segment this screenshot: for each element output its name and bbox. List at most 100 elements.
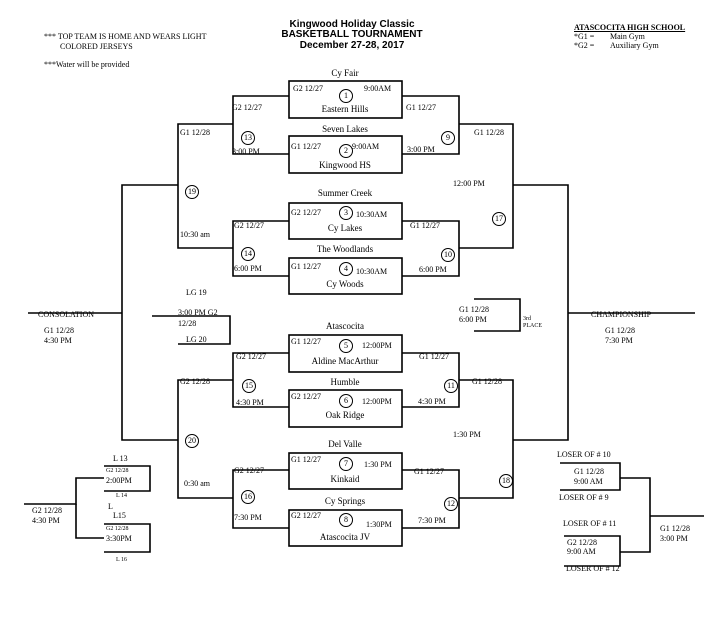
left-final-gym: G2 12/28	[32, 506, 62, 515]
championship-gym: G1 12/28	[605, 326, 635, 335]
tournament-title: Kingwood Holiday Classic	[289, 19, 415, 30]
water-note: ***Water will be provided	[44, 60, 130, 69]
game-10-number: 10	[441, 248, 455, 262]
loser-game-20: LG 20	[186, 335, 207, 344]
losers-final-time: 3:00 PM G2	[178, 308, 218, 317]
game-6-top-team: Humble	[330, 377, 360, 387]
game-7-number: 7	[339, 457, 353, 471]
game-4-time: 10:30AM	[356, 267, 388, 276]
right-final-time: 3:00 PM	[660, 534, 688, 543]
game-6-gym: G2 12/27	[291, 392, 321, 401]
game-8-top-team: Cy Springs	[324, 496, 366, 506]
left-l16: L 16	[116, 557, 127, 563]
game-8-bottom-team: Atascocita JV	[319, 532, 371, 542]
game-14-time: 6:00 PM	[234, 264, 262, 273]
game-3-number: 3	[339, 206, 353, 220]
consolation-label: CONSOLATION	[38, 310, 94, 319]
right-game-b-time: 9:00 AM	[567, 547, 596, 556]
game-15-gym: G2 12/27	[236, 352, 266, 361]
third-place-label: 3rd	[523, 316, 531, 322]
game-9-gym: G1 12/27	[406, 103, 436, 112]
game-4-gym: G1 12/27	[291, 262, 321, 271]
game-4-bottom-team: Cy Woods	[326, 279, 364, 289]
game-7-bottom-team: Kinkaid	[330, 474, 360, 484]
game-13-gym: G2 12/27	[232, 103, 262, 112]
game-5-bottom-team: Aldine MacArthur	[311, 356, 379, 366]
game-5-gym: G1 12/27	[291, 337, 321, 346]
game-9-time: 3:00 PM	[407, 145, 435, 154]
game-1-bottom-team: Eastern Hills	[321, 104, 369, 114]
championship-time: 7:30 PM	[605, 336, 633, 345]
loser-game-19: LG 19	[186, 288, 207, 297]
gym-key-g2: *G2 =	[574, 41, 595, 50]
game-17-number: 17	[492, 212, 506, 226]
game-18-time: 1:30 PM	[453, 430, 481, 439]
game-17-time: 12:00 PM	[453, 179, 485, 188]
game-2-top-team: Seven Lakes	[322, 124, 368, 134]
game-1-top-team: Cy Fair	[331, 68, 359, 78]
game-3-top-team: Summer Creek	[317, 188, 373, 198]
game-19-time: 10:30 am	[180, 230, 210, 239]
game-2-time: 9:00AM	[352, 142, 380, 151]
championship-label: CHAMPIONSHIP	[591, 310, 652, 319]
game-3-time: 10:30AM	[356, 210, 388, 219]
left-mark-l: L	[108, 502, 113, 511]
left-game-a-time: 2:00PM	[106, 476, 132, 485]
game-8-time: 1:30PM	[366, 520, 392, 529]
right-loser-12: LOSER OF # 12	[566, 564, 620, 573]
left-l13: L 13	[113, 454, 128, 463]
right-game-b-gym: G2 12/28	[567, 538, 597, 547]
tournament-subtitle: BASKETBALL TOURNAMENT	[281, 29, 423, 40]
game-2-number: 2	[339, 144, 353, 158]
game-19-gym: G1 12/28	[180, 128, 210, 137]
game-5-top-team: Atascocita	[326, 321, 364, 331]
right-game-a-gym: G1 12/28	[574, 467, 604, 476]
game-6-number: 6	[339, 394, 353, 408]
game-12-number: 12	[444, 497, 458, 511]
game-7-time: 1:30 PM	[364, 460, 392, 469]
game-15-number: 15	[242, 379, 256, 393]
right-loser-11: LOSER OF # 11	[563, 519, 617, 528]
game-5-time: 12:00PM	[362, 341, 392, 350]
game-4-top-team: The Woodlands	[316, 244, 374, 254]
losers-final-date: 12/28	[178, 319, 197, 328]
game-3-bottom-team: Cy Lakes	[327, 223, 363, 233]
game-1-gym: G2 12/27	[293, 84, 323, 93]
consolation-time: 4:30 PM	[44, 336, 72, 345]
left-l15: L15	[113, 511, 126, 520]
game-6-bottom-team: Oak Ridge	[325, 410, 365, 420]
game-10-gym: G1 12/27	[410, 221, 440, 230]
school-name: ATASCOCITA HIGH SCHOOL	[574, 23, 686, 32]
gym-value-g1: Main Gym	[610, 32, 645, 41]
game-12-gym: G1 12/27	[414, 467, 444, 476]
game-8-number: 8	[339, 513, 353, 527]
right-loser-10: LOSER OF # 10	[557, 450, 611, 459]
right-loser-9: LOSER OF # 9	[559, 493, 609, 502]
game-18-number: 18	[499, 474, 513, 488]
left-game-b-gym: G2 12/28	[106, 526, 129, 532]
game-7-top-team: Del Valle	[328, 439, 362, 449]
jersey-note-cont: COLORED JERSEYS	[60, 42, 133, 51]
game-7-gym: G1 12/27	[291, 455, 321, 464]
game-20-gym: G2 12/28	[180, 377, 210, 386]
game-15-time: 4:30 PM	[236, 398, 264, 407]
game-5-number: 5	[339, 339, 353, 353]
right-final-gym: G1 12/28	[660, 524, 690, 533]
game-18-gym: G1 12/28	[472, 377, 502, 386]
tournament-dates: December 27-28, 2017	[299, 40, 405, 51]
game-20-time: 0:30 am	[184, 479, 210, 488]
right-game-a-time: 9:00 AM	[574, 477, 603, 486]
game-14-gym: G2 12/27	[234, 221, 264, 230]
third-place-gym: G1 12/28	[459, 305, 489, 314]
game-6-time: 12:00PM	[362, 397, 392, 406]
game-3-gym: G2 12/27	[291, 208, 321, 217]
game-14-number: 14	[241, 247, 255, 261]
game-11-time: 4:30 PM	[418, 397, 446, 406]
third-place-time: 6:00 PM	[459, 315, 487, 324]
left-l14: L 14	[116, 493, 127, 499]
game-2-bottom-team: Kingwood HS	[319, 160, 371, 170]
jersey-note: *** TOP TEAM IS HOME AND WEARS LIGHT	[44, 32, 207, 41]
game-16-time: 7:30 PM	[234, 513, 262, 522]
game-13-number: 13	[241, 131, 255, 145]
